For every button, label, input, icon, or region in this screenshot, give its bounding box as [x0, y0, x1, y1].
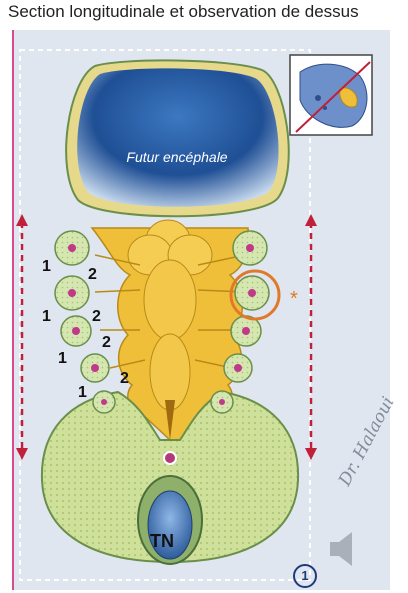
label-somite-1: 1 — [42, 308, 51, 326]
label-somite-1: 1 — [58, 350, 67, 368]
label-somite-2: 2 — [102, 334, 111, 352]
page-number: 1 — [293, 564, 317, 588]
speaker-icon — [330, 532, 352, 566]
neural-tube-label: TN — [150, 531, 174, 552]
label-somite-1: 1 — [42, 258, 51, 276]
asterisk-mark: * — [290, 288, 298, 311]
future-brain — [66, 60, 289, 216]
length-arrow-left — [16, 214, 28, 460]
label-somite-2: 2 — [92, 308, 101, 326]
label-somite-1: 1 — [78, 384, 87, 402]
future-brain-label: Futur encéphale — [112, 149, 242, 165]
label-somite-2: 2 — [88, 266, 97, 284]
label-somite-2: 2 — [120, 370, 129, 388]
embryo-thumbnail-icon — [290, 55, 372, 135]
